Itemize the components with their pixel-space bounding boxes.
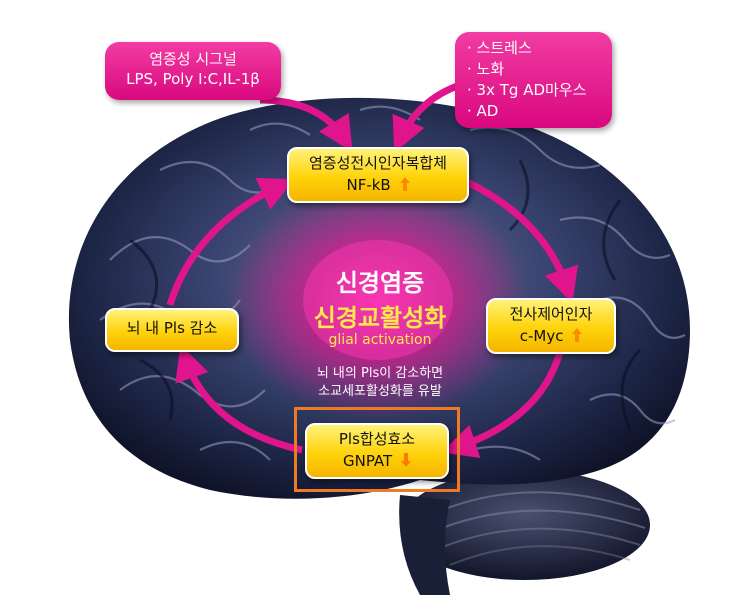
explanatory-note: 뇌 내의 Pls이 감소하면 소교세포활성화를 유발 <box>280 365 480 401</box>
node-cmyc: 전사제어인자 c-Myc <box>486 298 616 354</box>
node-pls-decrease-label: 뇌 내 Pls 감소 <box>126 319 218 337</box>
center-title-glial-activation-en: glial activation <box>328 332 432 348</box>
arrow-gnpat-to-pls <box>175 344 303 454</box>
node-gnpat-label: Pls합성효소 <box>338 430 416 448</box>
signal-examples: LPS, Poly I:C,IL-1β <box>126 70 260 88</box>
inflammatory-signal-callout: 염증성 시그널 LPS, Poly I:C,IL-1β <box>105 42 281 100</box>
node-nfkb-label: 염증성전시인자복합체 <box>308 154 447 172</box>
cerebellum <box>399 470 650 595</box>
signal-title: 염증성 시그널 <box>149 50 237 68</box>
arrow-nfkb-to-cmyc <box>465 178 579 304</box>
cycle-arrows <box>166 177 579 459</box>
highlight-frame <box>294 407 460 492</box>
node-cmyc-sublabel: c-Myc <box>519 327 564 345</box>
cause-item: 노화 <box>467 59 612 80</box>
arrow-pls-to-nfkb <box>166 177 295 307</box>
node-cmyc-label: 전사제어인자 <box>509 305 593 323</box>
down-arrow-icon <box>400 453 411 467</box>
note-line-2: 소교세포활성화를 유발 <box>318 384 442 399</box>
node-pls-decrease: 뇌 내 Pls 감소 <box>105 308 239 352</box>
arrow-signal-to-nfkb <box>259 96 353 152</box>
cause-item: 스트레스 <box>467 38 612 59</box>
cause-item: AD <box>467 101 612 122</box>
causes-list: 스트레스 노화 3x Tg AD마우스 AD <box>467 38 612 122</box>
up-arrow-icon <box>399 177 410 191</box>
node-gnpat: Pls합성효소 GNPAT <box>305 423 449 479</box>
node-gnpat-sublabel: GNPAT <box>343 452 393 470</box>
causes-callout: 스트레스 노화 3x Tg AD마우스 AD <box>455 32 612 128</box>
center-title-neuroinflammation: 신경염증 <box>335 269 425 297</box>
center-title-glial-activation-ko: 신경교활성화 <box>313 304 447 332</box>
arrow-cmyc-to-gnpat <box>441 351 564 459</box>
note-line-1: 뇌 내의 Pls이 감소하면 <box>316 366 444 381</box>
cause-item: 3x Tg AD마우스 <box>467 80 612 101</box>
node-nfkb: 염증성전시인자복합체 NF-kB <box>287 147 469 203</box>
node-nfkb-sublabel: NF-kB <box>346 176 391 194</box>
up-arrow-icon <box>572 328 583 342</box>
